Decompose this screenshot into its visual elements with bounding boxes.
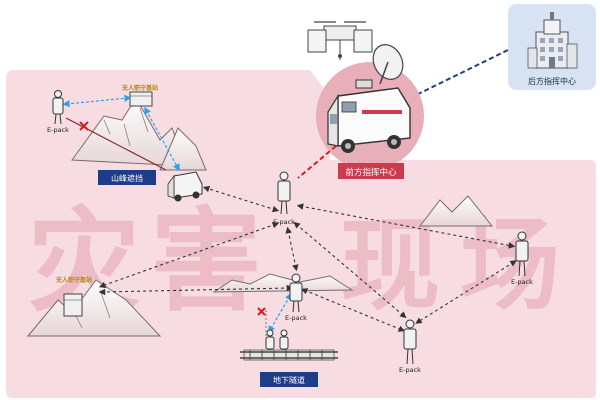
link-tunnel-epack-to-worker <box>268 292 292 334</box>
epack-label-tunnel: E-pack <box>285 314 307 322</box>
epack-person-center <box>277 171 291 215</box>
epack-label-top-left: E-pack <box>47 126 69 134</box>
front-to-epack-link <box>297 145 337 179</box>
tunnel-track <box>240 310 338 361</box>
zone-label-mountain: 山峰遮挡 <box>98 170 156 185</box>
epack-labels: E-pack E-pack E-pack E-pack E-pack <box>47 126 533 374</box>
link-center-to-left-relay <box>98 221 280 289</box>
front-center-label: 前方指挥中心 <box>345 167 397 178</box>
building-icon <box>527 12 578 69</box>
link-right-to-bottom <box>415 260 517 324</box>
mountain-range-left <box>26 279 162 337</box>
link-relay-to-vehicle <box>144 106 180 172</box>
blocked-links <box>65 117 266 316</box>
zone-label-underground-text: 地下隧道 <box>273 375 305 385</box>
command-vehicle-icon <box>327 79 411 153</box>
drone-icon <box>307 21 373 60</box>
epack-label-bottom: E-pack <box>399 366 421 374</box>
epack-person-right <box>515 231 529 277</box>
relay-station-top-label: 无人职守基站 <box>121 84 158 92</box>
link-tunnel-to-left <box>98 284 294 296</box>
rear-command-center: 后方指挥中心 <box>508 4 596 90</box>
epack-person-tunnel <box>289 273 303 313</box>
epack-label-right: E-pack <box>511 278 533 286</box>
backhaul-link <box>409 49 509 99</box>
relay-station-left: 无人职守基站 <box>55 276 92 317</box>
tunnel-worker-person <box>265 329 289 350</box>
personnel <box>52 90 529 365</box>
relay-station-top: 无人职守基站 <box>121 84 158 107</box>
rear-center-label: 后方指挥中心 <box>528 76 576 86</box>
wireless-links <box>62 94 292 334</box>
front-command-center: 前方指挥中心 <box>307 21 424 179</box>
mesh-links <box>98 185 517 332</box>
relay-station-left-label: 无人职守基站 <box>55 276 92 284</box>
link-center-to-vehicle <box>202 185 280 213</box>
blocked-x-icon-tunnel <box>257 307 266 316</box>
zone-label-underground: 地下隧道 <box>260 372 318 387</box>
zone-label-mountain-text: 山峰遮挡 <box>111 173 143 183</box>
blocked-x-icon <box>79 121 89 131</box>
epack-label-center: E-pack <box>273 218 295 226</box>
field-vehicle-icon <box>167 171 203 202</box>
watermark-char-2: 害 <box>150 197 262 327</box>
link-top-epack-to-relay <box>62 94 132 108</box>
satellite-dish-icon <box>372 44 404 85</box>
epack-person-bottom <box>403 319 417 365</box>
epack-person-top-left <box>52 90 64 125</box>
